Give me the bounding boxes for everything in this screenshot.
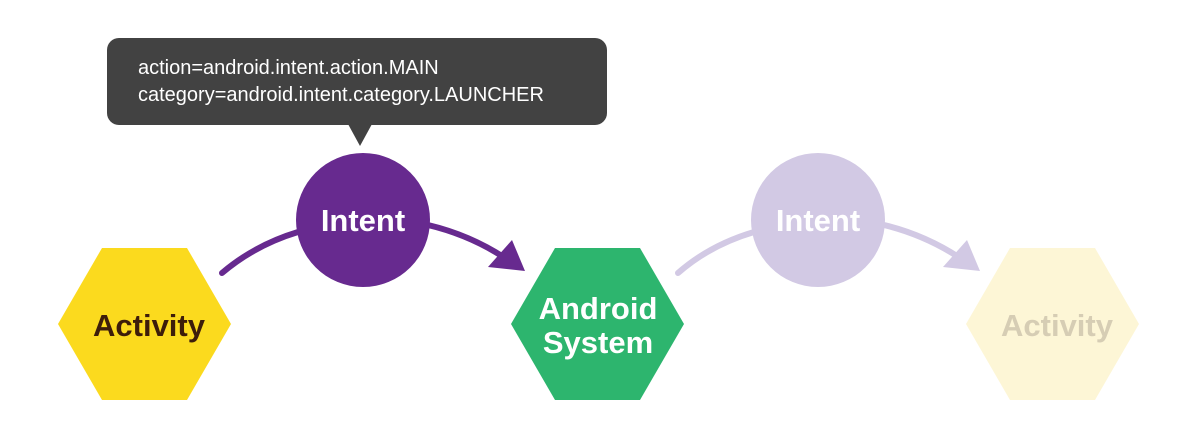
- arrow-head-faded: [943, 240, 980, 271]
- android-system-hexagon: [511, 248, 684, 400]
- arrow-activity-to-intent: [219, 229, 301, 276]
- intent-circle-faded: [751, 153, 885, 287]
- intent-label-faded: Intent: [776, 203, 860, 238]
- tooltip-action-line: action=android.intent.action.MAIN: [138, 57, 439, 79]
- target-activity-label: Activity: [1001, 308, 1114, 343]
- android-system-label-line1: Android: [539, 291, 658, 326]
- target-activity-hexagon: [966, 248, 1139, 400]
- tooltip-pointer: [348, 124, 372, 146]
- android-system-label-line2: System: [543, 325, 653, 360]
- arrow-intent-to-system: [425, 222, 508, 261]
- source-activity-label: Activity: [93, 308, 206, 343]
- source-activity-hexagon: [58, 248, 231, 400]
- arrow-head-primary: [488, 240, 525, 271]
- intent-label: Intent: [321, 203, 405, 238]
- arrow-system-to-intent-faded: [675, 229, 757, 276]
- intent-filter-tooltip: action=android.intent.action.MAIN catego…: [107, 38, 607, 125]
- tooltip-category-line: category=android.intent.category.LAUNCHE…: [138, 84, 544, 106]
- arrow-intent-to-activity-faded: [881, 222, 963, 261]
- intent-circle: [296, 153, 430, 287]
